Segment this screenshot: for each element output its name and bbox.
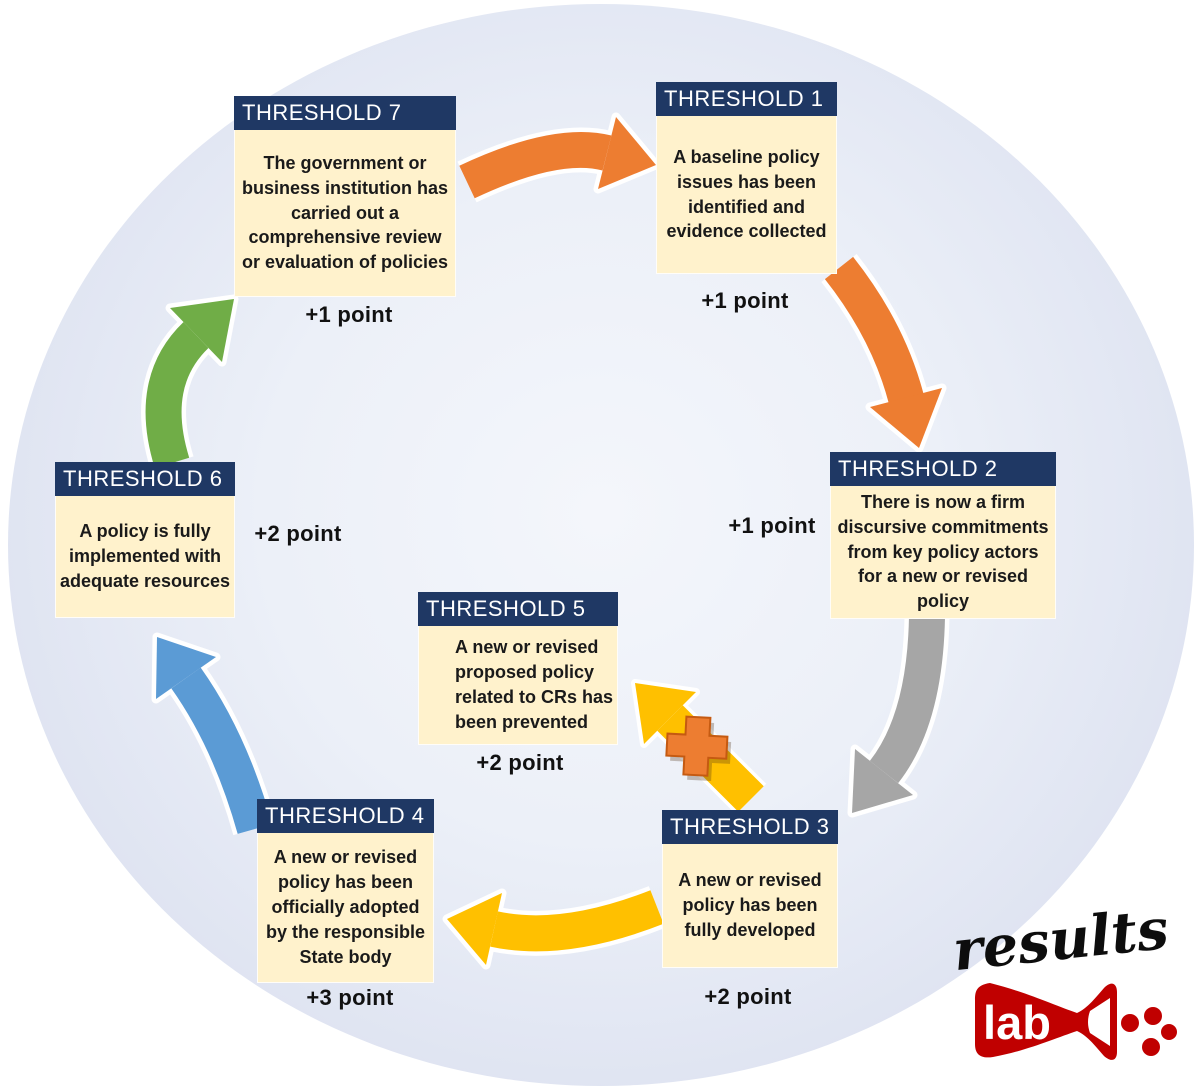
logo-results-text: results <box>950 896 1172 984</box>
threshold-1-description: A baseline policy issues has been identi… <box>656 116 837 274</box>
threshold-3-description: A new or revised policy has been fully d… <box>662 844 838 968</box>
threshold-6-points: +2 point <box>254 521 342 546</box>
arrow-threshold7-to-threshold1-icon <box>457 112 661 203</box>
threshold-1-box: THRESHOLD 1 A baseline policy issues has… <box>656 82 837 274</box>
plus-sign-icon <box>665 715 732 781</box>
threshold-2-box: THRESHOLD 2 There is now a firm discursi… <box>830 452 1056 620</box>
threshold-5-description: A new or revised proposed policy related… <box>418 626 618 745</box>
threshold-7-title: THRESHOLD 7 <box>234 96 456 130</box>
threshold-2-points: +1 point <box>728 513 816 538</box>
threshold-4-description: A new or revised policy has been officia… <box>257 833 434 983</box>
threshold-5-points: +2 point <box>476 750 564 775</box>
threshold-7-description: The government or business institution h… <box>234 130 456 297</box>
arrow-threshold2-to-threshold3-icon <box>847 616 950 818</box>
threshold-3-points: +2 point <box>704 984 792 1009</box>
arrow-threshold4-to-threshold6-icon <box>151 632 277 836</box>
megaphone-icon <box>1088 998 1110 1046</box>
threshold-6-title: THRESHOLD 6 <box>55 462 235 496</box>
logo-dots <box>1121 1007 1177 1056</box>
arrow-threshold3-to-threshold4-icon <box>442 886 666 970</box>
arrow-threshold1-to-threshold2-icon <box>821 254 947 453</box>
threshold-4-points: +3 point <box>306 985 394 1010</box>
threshold-4-title: THRESHOLD 4 <box>257 799 434 833</box>
threshold-6-box: THRESHOLD 6 A policy is fully implemente… <box>55 462 235 618</box>
threshold-3-box: THRESHOLD 3 A new or revised policy has … <box>662 810 838 968</box>
threshold-1-title: THRESHOLD 1 <box>656 82 837 116</box>
threshold-7-box: THRESHOLD 7 The government or business i… <box>234 96 456 297</box>
threshold-5-box: THRESHOLD 5 A new or revised proposed po… <box>418 592 618 745</box>
threshold-2-title: THRESHOLD 2 <box>830 452 1056 486</box>
threshold-3-title: THRESHOLD 3 <box>662 810 838 844</box>
threshold-2-description: There is now a firm discursive commitmen… <box>830 486 1056 620</box>
logo-lab-text: lab <box>983 996 1051 1049</box>
threshold-5-title: THRESHOLD 5 <box>418 592 618 626</box>
results-lab-logo: results lab <box>950 896 1177 1060</box>
arrow-threshold6-to-threshold7-icon <box>141 294 239 470</box>
threshold-4-box: THRESHOLD 4 A new or revised policy has … <box>257 799 434 983</box>
threshold-7-points: +1 point <box>305 302 393 327</box>
threshold-6-description: A policy is fully implemented with adequ… <box>55 496 235 618</box>
threshold-1-points: +1 point <box>701 288 789 313</box>
